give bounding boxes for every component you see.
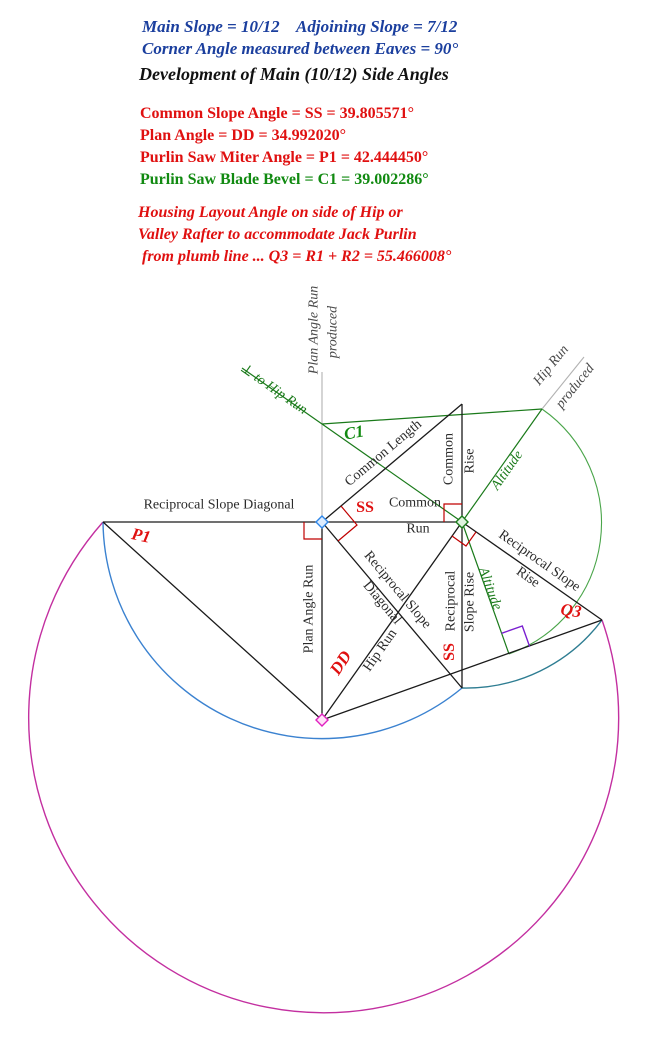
page-title: Development of Main (10/12) Side Angles	[139, 64, 449, 84]
origin-point-marker	[315, 515, 329, 529]
hip-length-swing-arc-magenta	[27, 521, 620, 1014]
corner-angle-heading: Corner Angle measured between Eaves = 90…	[142, 39, 459, 58]
label-plan-angle-run: Plan Angle Run	[301, 564, 317, 654]
common-length-line	[321, 403, 463, 523]
label-plan-angle-run-produced-2: produced	[325, 305, 341, 359]
reciprocal-slope-rise-rotated-line	[461, 521, 603, 621]
q3-base-line	[321, 619, 603, 721]
label-reciprocal-slope-diagonal-top: Reciprocal Slope Diagonal	[143, 497, 295, 513]
result-purlin-saw-blade-bevel: Purlin Saw Blade Bevel = C1 = 39.002286°	[140, 171, 429, 188]
hip-run-produced-line	[541, 356, 585, 410]
housing-note-line3: from plumb line ... Q3 = R1 + R2 = 55.46…	[138, 248, 452, 265]
label-slope-rise-vertical: Slope Rise	[462, 571, 478, 633]
reciprocal-slope-diagonal-rotated-line	[321, 521, 463, 689]
altitude-lower-line	[461, 521, 510, 655]
hip-run-line	[321, 521, 463, 721]
right-angle-marker-hip	[451, 531, 477, 547]
right-angle-marker-diagonal	[337, 505, 358, 542]
right-angle-marker-altitude-foot	[501, 625, 531, 647]
angle-letter-p1: P1	[129, 524, 153, 547]
apex-point-marker	[315, 713, 329, 727]
label-common-rise-word2: Rise	[462, 448, 478, 474]
angle-letter-q3: Q3	[559, 599, 583, 622]
angle-letter-ss-upper: SS	[356, 499, 374, 516]
result-common-slope-angle: Common Slope Angle = SS = 39.805571°	[140, 105, 414, 122]
reciprocal-diagonal-swing-arc-blue	[102, 521, 463, 740]
hip-foot-point-marker	[455, 515, 469, 529]
label-reciprocal-vertical: Reciprocal	[443, 570, 459, 632]
angle-letter-c1: C1	[342, 421, 366, 444]
label-common-run-word2: Run	[406, 521, 430, 537]
perp-to-hip-run-line	[241, 367, 463, 523]
label-plan-angle-run-produced-1: Plan Angle Run	[306, 285, 322, 375]
main-slope-heading: Main Slope = 10/12 Adjoining Slope = 7/1…	[142, 17, 458, 36]
p1-hypotenuse-line	[102, 521, 323, 721]
rise-swing-arc-teal	[461, 619, 603, 689]
result-purlin-saw-miter: Purlin Saw Miter Angle = P1 = 42.444450°	[140, 149, 429, 166]
result-plan-angle: Plan Angle = DD = 34.992020°	[140, 127, 346, 144]
housing-note-line2: Valley Rafter to accommodate Jack Purlin	[138, 226, 417, 243]
altitude-swing-arc-green	[508, 408, 603, 655]
angle-letter-ss-lower: SS	[441, 643, 458, 661]
altitude-upper-line	[461, 408, 543, 523]
right-angle-marker-rise	[443, 503, 462, 522]
label-common-rise-word1: Common	[441, 432, 457, 486]
label-common-run-word1: Common	[388, 495, 442, 511]
right-angle-marker-origin	[303, 522, 322, 540]
c1-chord-line	[321, 408, 543, 425]
housing-note-line1: Housing Layout Angle on side of Hip or	[138, 204, 403, 221]
